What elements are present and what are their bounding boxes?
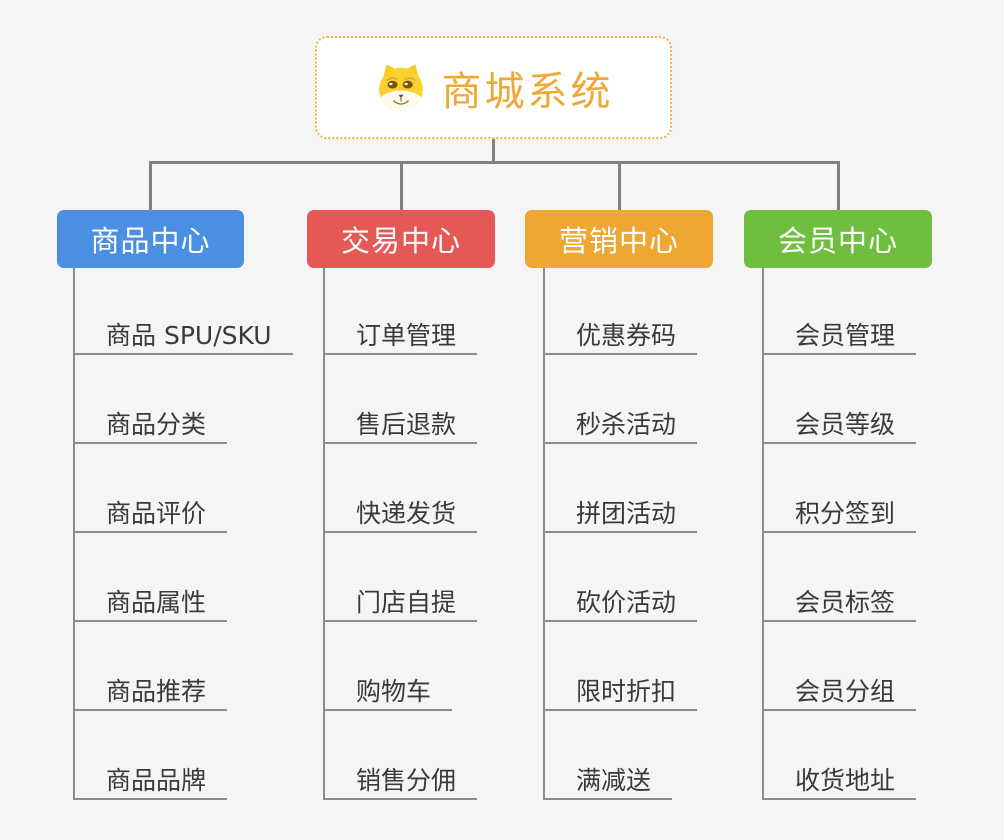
leaf-node[interactable]: 商品 SPU/SKU	[73, 313, 293, 355]
leaf-node[interactable]: 销售分佣	[323, 758, 478, 800]
branch-column-member: 会员管理 会员等级 积分签到 会员标签 会员分组 收货地址	[762, 0, 1002, 840]
connector-branch-3-vertical	[618, 161, 621, 210]
branch-node-member-center[interactable]: 会员中心	[744, 210, 932, 268]
leaf-node[interactable]: 商品评价	[73, 491, 228, 533]
leaf-node[interactable]: 收货地址	[762, 758, 917, 800]
leaf-node[interactable]: 拼团活动	[543, 491, 698, 533]
connector-branch-1-vertical	[149, 161, 152, 210]
leaf-node[interactable]: 门店自提	[323, 580, 478, 622]
leaf-node[interactable]: 积分签到	[762, 491, 917, 533]
root-node-label: 商城系统	[441, 68, 614, 115]
branch-node-marketing-center[interactable]: 营销中心	[525, 210, 713, 268]
leaf-node[interactable]: 订单管理	[323, 313, 478, 355]
leaf-node[interactable]: 会员分组	[762, 669, 917, 711]
branch-node-trade-center[interactable]: 交易中心	[307, 210, 495, 268]
leaf-node[interactable]: 商品推荐	[73, 669, 228, 711]
leaf-node[interactable]: 购物车	[323, 669, 453, 711]
leaf-node[interactable]: 优惠券码	[543, 313, 698, 355]
leaf-node[interactable]: 秒杀活动	[543, 402, 698, 444]
leaf-node[interactable]: 满减送	[543, 758, 673, 800]
branch-column-marketing: 优惠券码 秒杀活动 拼团活动 砍价活动 限时折扣 满减送	[543, 0, 783, 840]
connector-column-spine	[323, 268, 325, 800]
branch-column-trade: 订单管理 售后退款 快递发货 门店自提 购物车 销售分佣	[323, 0, 563, 840]
leaf-node[interactable]: 商品品牌	[73, 758, 228, 800]
connector-branch-2-vertical	[400, 161, 403, 210]
leaf-node[interactable]: 会员管理	[762, 313, 917, 355]
shiba-dog-icon	[378, 63, 423, 112]
leaf-node[interactable]: 快递发货	[323, 491, 478, 533]
connector-column-spine	[73, 268, 75, 800]
branch-column-product: 商品 SPU/SKU 商品分类 商品评价 商品属性 商品推荐 商品品牌	[73, 0, 313, 840]
leaf-node[interactable]: 会员标签	[762, 580, 917, 622]
leaf-node[interactable]: 商品分类	[73, 402, 228, 444]
connector-column-spine	[543, 268, 545, 800]
leaf-node[interactable]: 限时折扣	[543, 669, 698, 711]
root-node-mall-system[interactable]: 商城系统	[315, 36, 672, 139]
leaf-node[interactable]: 售后退款	[323, 402, 478, 444]
connector-branch-4-vertical	[837, 161, 840, 210]
leaf-node[interactable]: 砍价活动	[543, 580, 698, 622]
leaf-node[interactable]: 会员等级	[762, 402, 917, 444]
leaf-node[interactable]: 商品属性	[73, 580, 228, 622]
connector-column-spine	[762, 268, 764, 800]
connector-root-vertical	[492, 139, 495, 163]
branch-node-product-center[interactable]: 商品中心	[57, 210, 244, 268]
connector-trunk-horizontal	[149, 161, 840, 164]
